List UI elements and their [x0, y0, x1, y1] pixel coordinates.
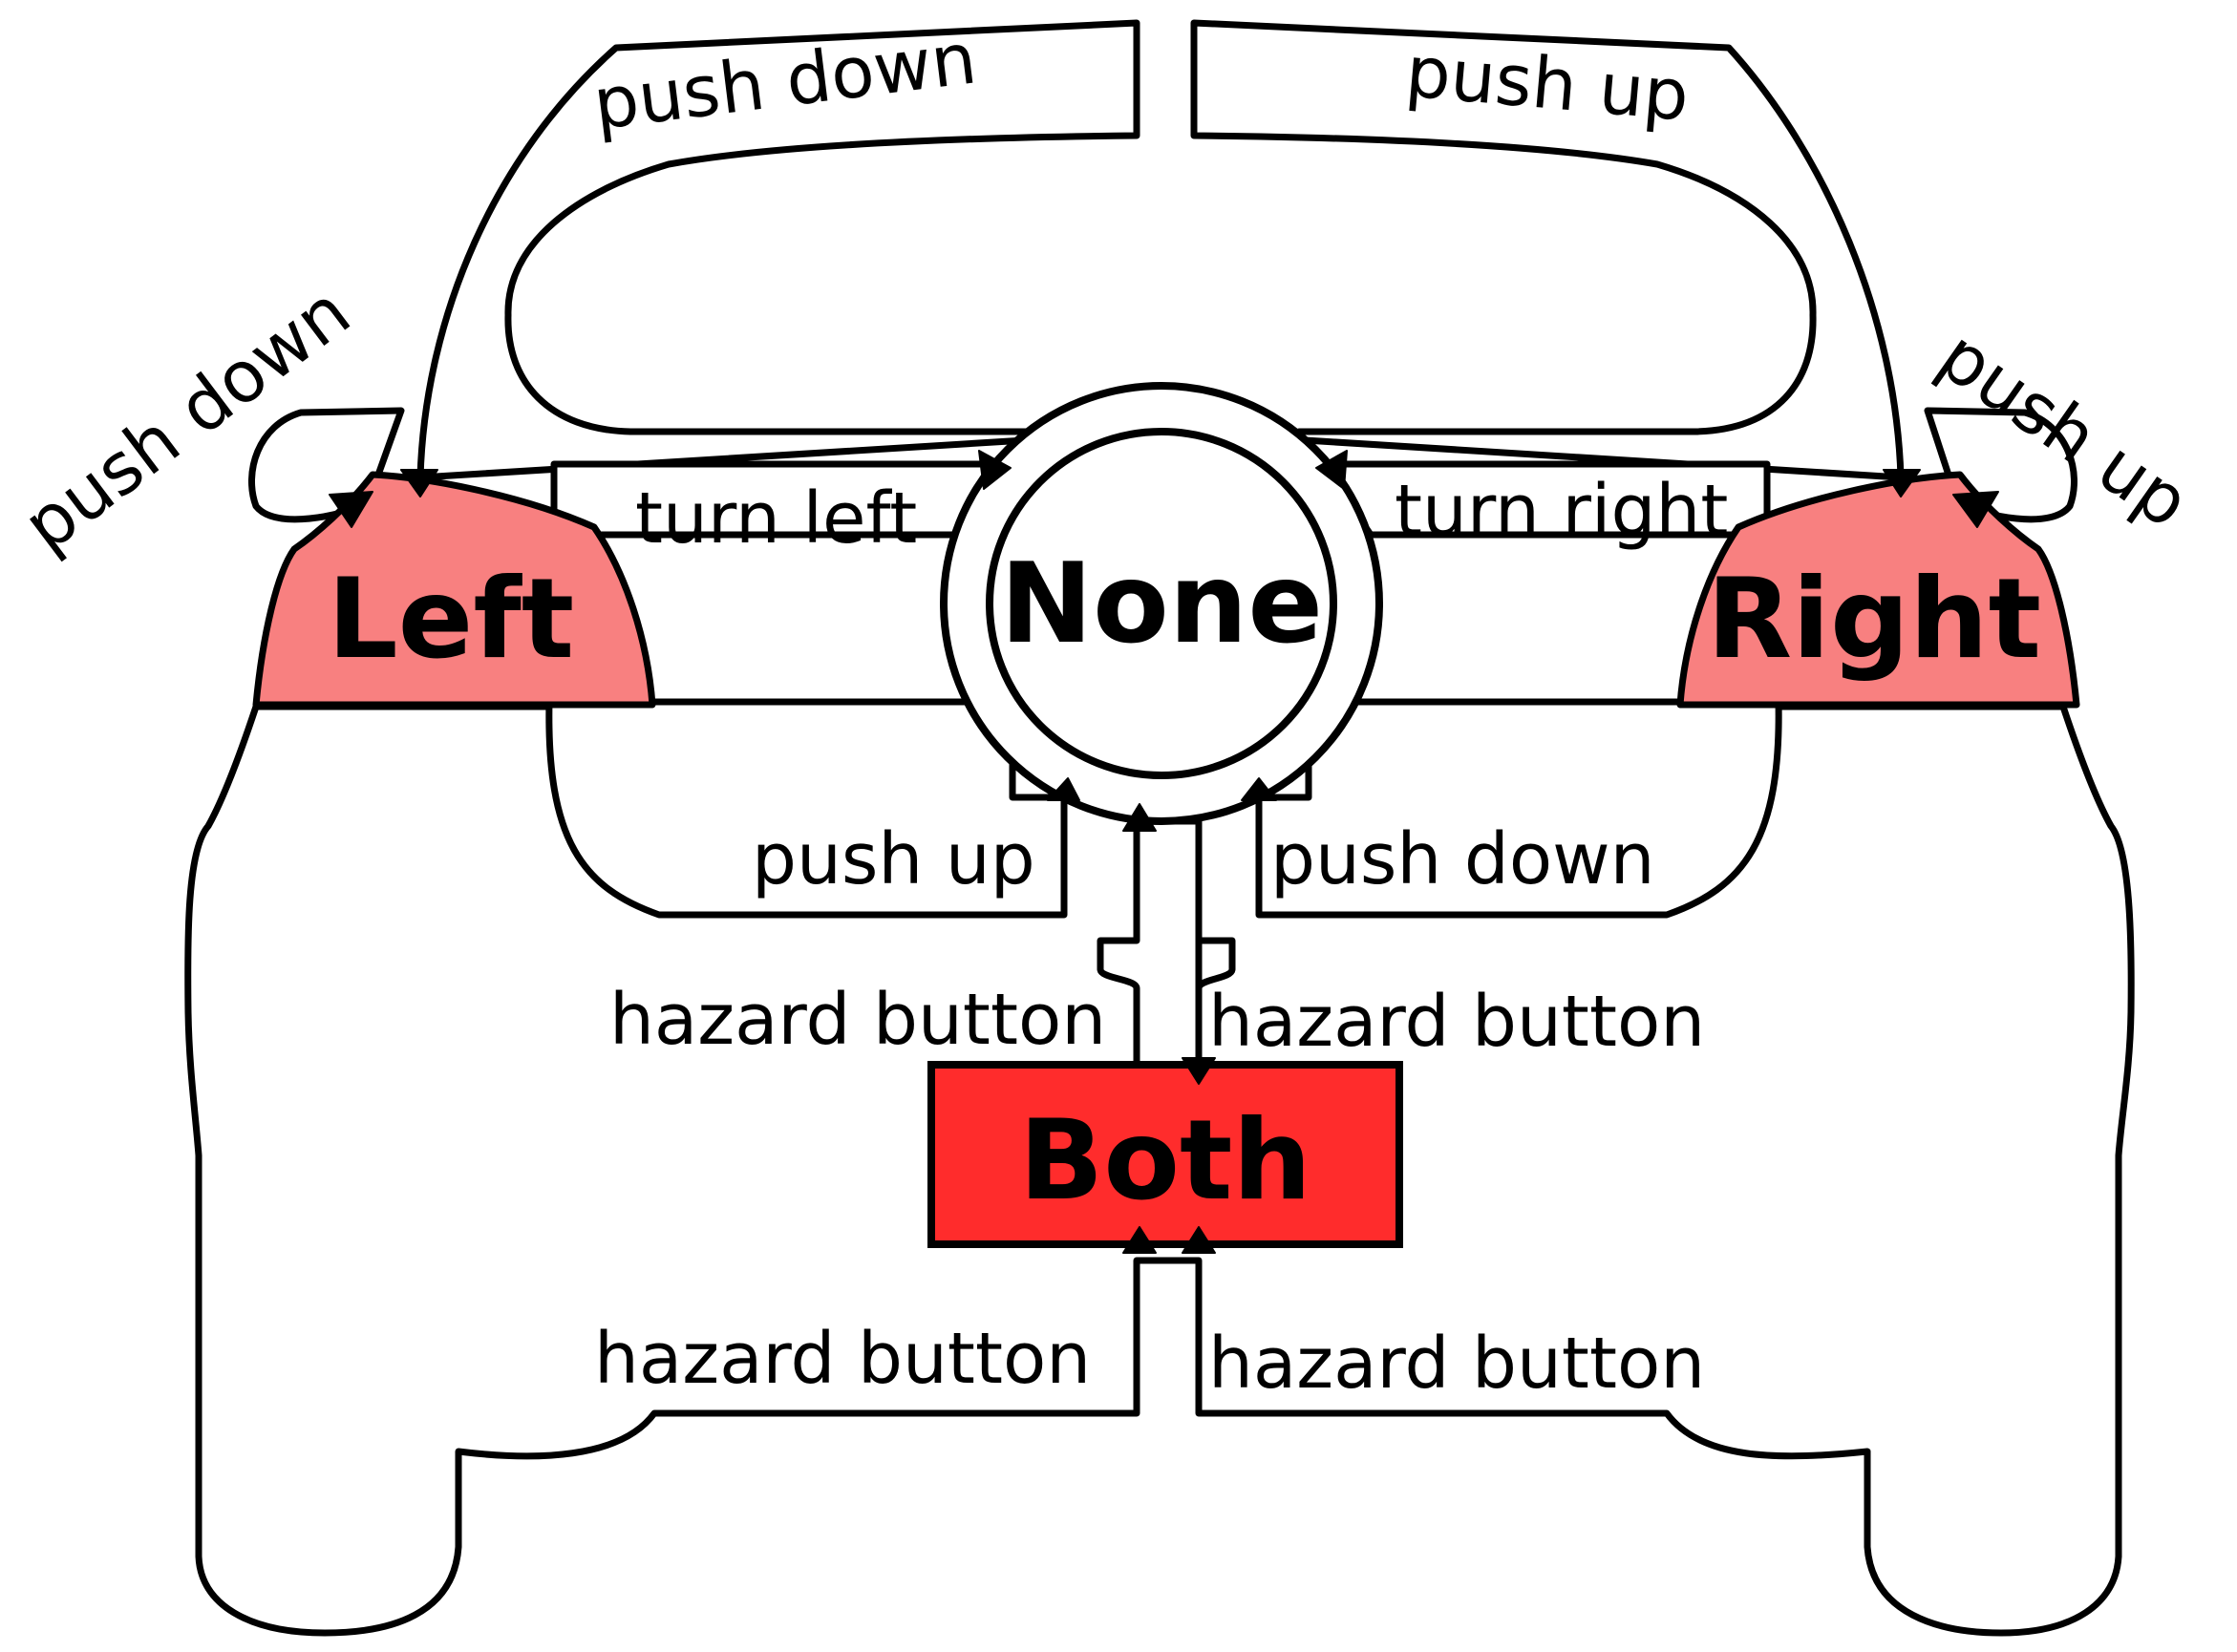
arrowhead-both-to-none	[1122, 803, 1157, 832]
right-indicator-lamp	[1676, 471, 2080, 709]
roof-band-right	[1190, 19, 1905, 481]
label-right-to-none: turn right	[1395, 470, 1728, 552]
both-state-box	[927, 1061, 1403, 1248]
right-state-label: Right	[1707, 555, 2041, 684]
arrowhead-roof-to-right	[1883, 469, 1921, 498]
label-both-to-none: hazard button	[609, 979, 1106, 1061]
arrowhead-left-to-both	[1122, 1226, 1157, 1254]
arrowhead-turn-left	[978, 450, 1012, 490]
roof-band-left	[416, 19, 1140, 481]
label-none-to-both: hazard button	[1208, 981, 1705, 1063]
none-state-inner-ring	[986, 428, 1337, 779]
arrowhead-turn-right	[1315, 450, 1348, 490]
none-state-label: None	[1000, 540, 1323, 668]
both-state-label: Both	[1019, 1096, 1311, 1225]
arrowhead-left-self	[329, 491, 373, 528]
hazard-connector-right	[1195, 817, 1236, 1069]
label-left-to-both: hazard button	[594, 1318, 1091, 1400]
arrowhead-push-up-to-none	[1047, 777, 1080, 801]
label-right-push-down: push down	[1270, 818, 1655, 900]
arrowhead-push-down-to-none	[1241, 777, 1277, 801]
left-state-label: Left	[328, 555, 575, 684]
arrowhead-right-self	[1952, 491, 1999, 528]
label-left-push-up: push up	[752, 818, 1035, 900]
label-left-to-none: turn left	[635, 477, 917, 560]
label-right-to-both: hazard button	[1208, 1323, 1705, 1405]
push-up-loop	[545, 698, 1068, 919]
arrowhead-roof-to-left	[400, 469, 438, 498]
arrowhead-right-to-both	[1182, 1226, 1216, 1254]
push-down-loop	[1255, 698, 1782, 919]
left-indicator-lamp	[252, 471, 656, 709]
arrowhead-none-to-both	[1182, 1057, 1216, 1085]
